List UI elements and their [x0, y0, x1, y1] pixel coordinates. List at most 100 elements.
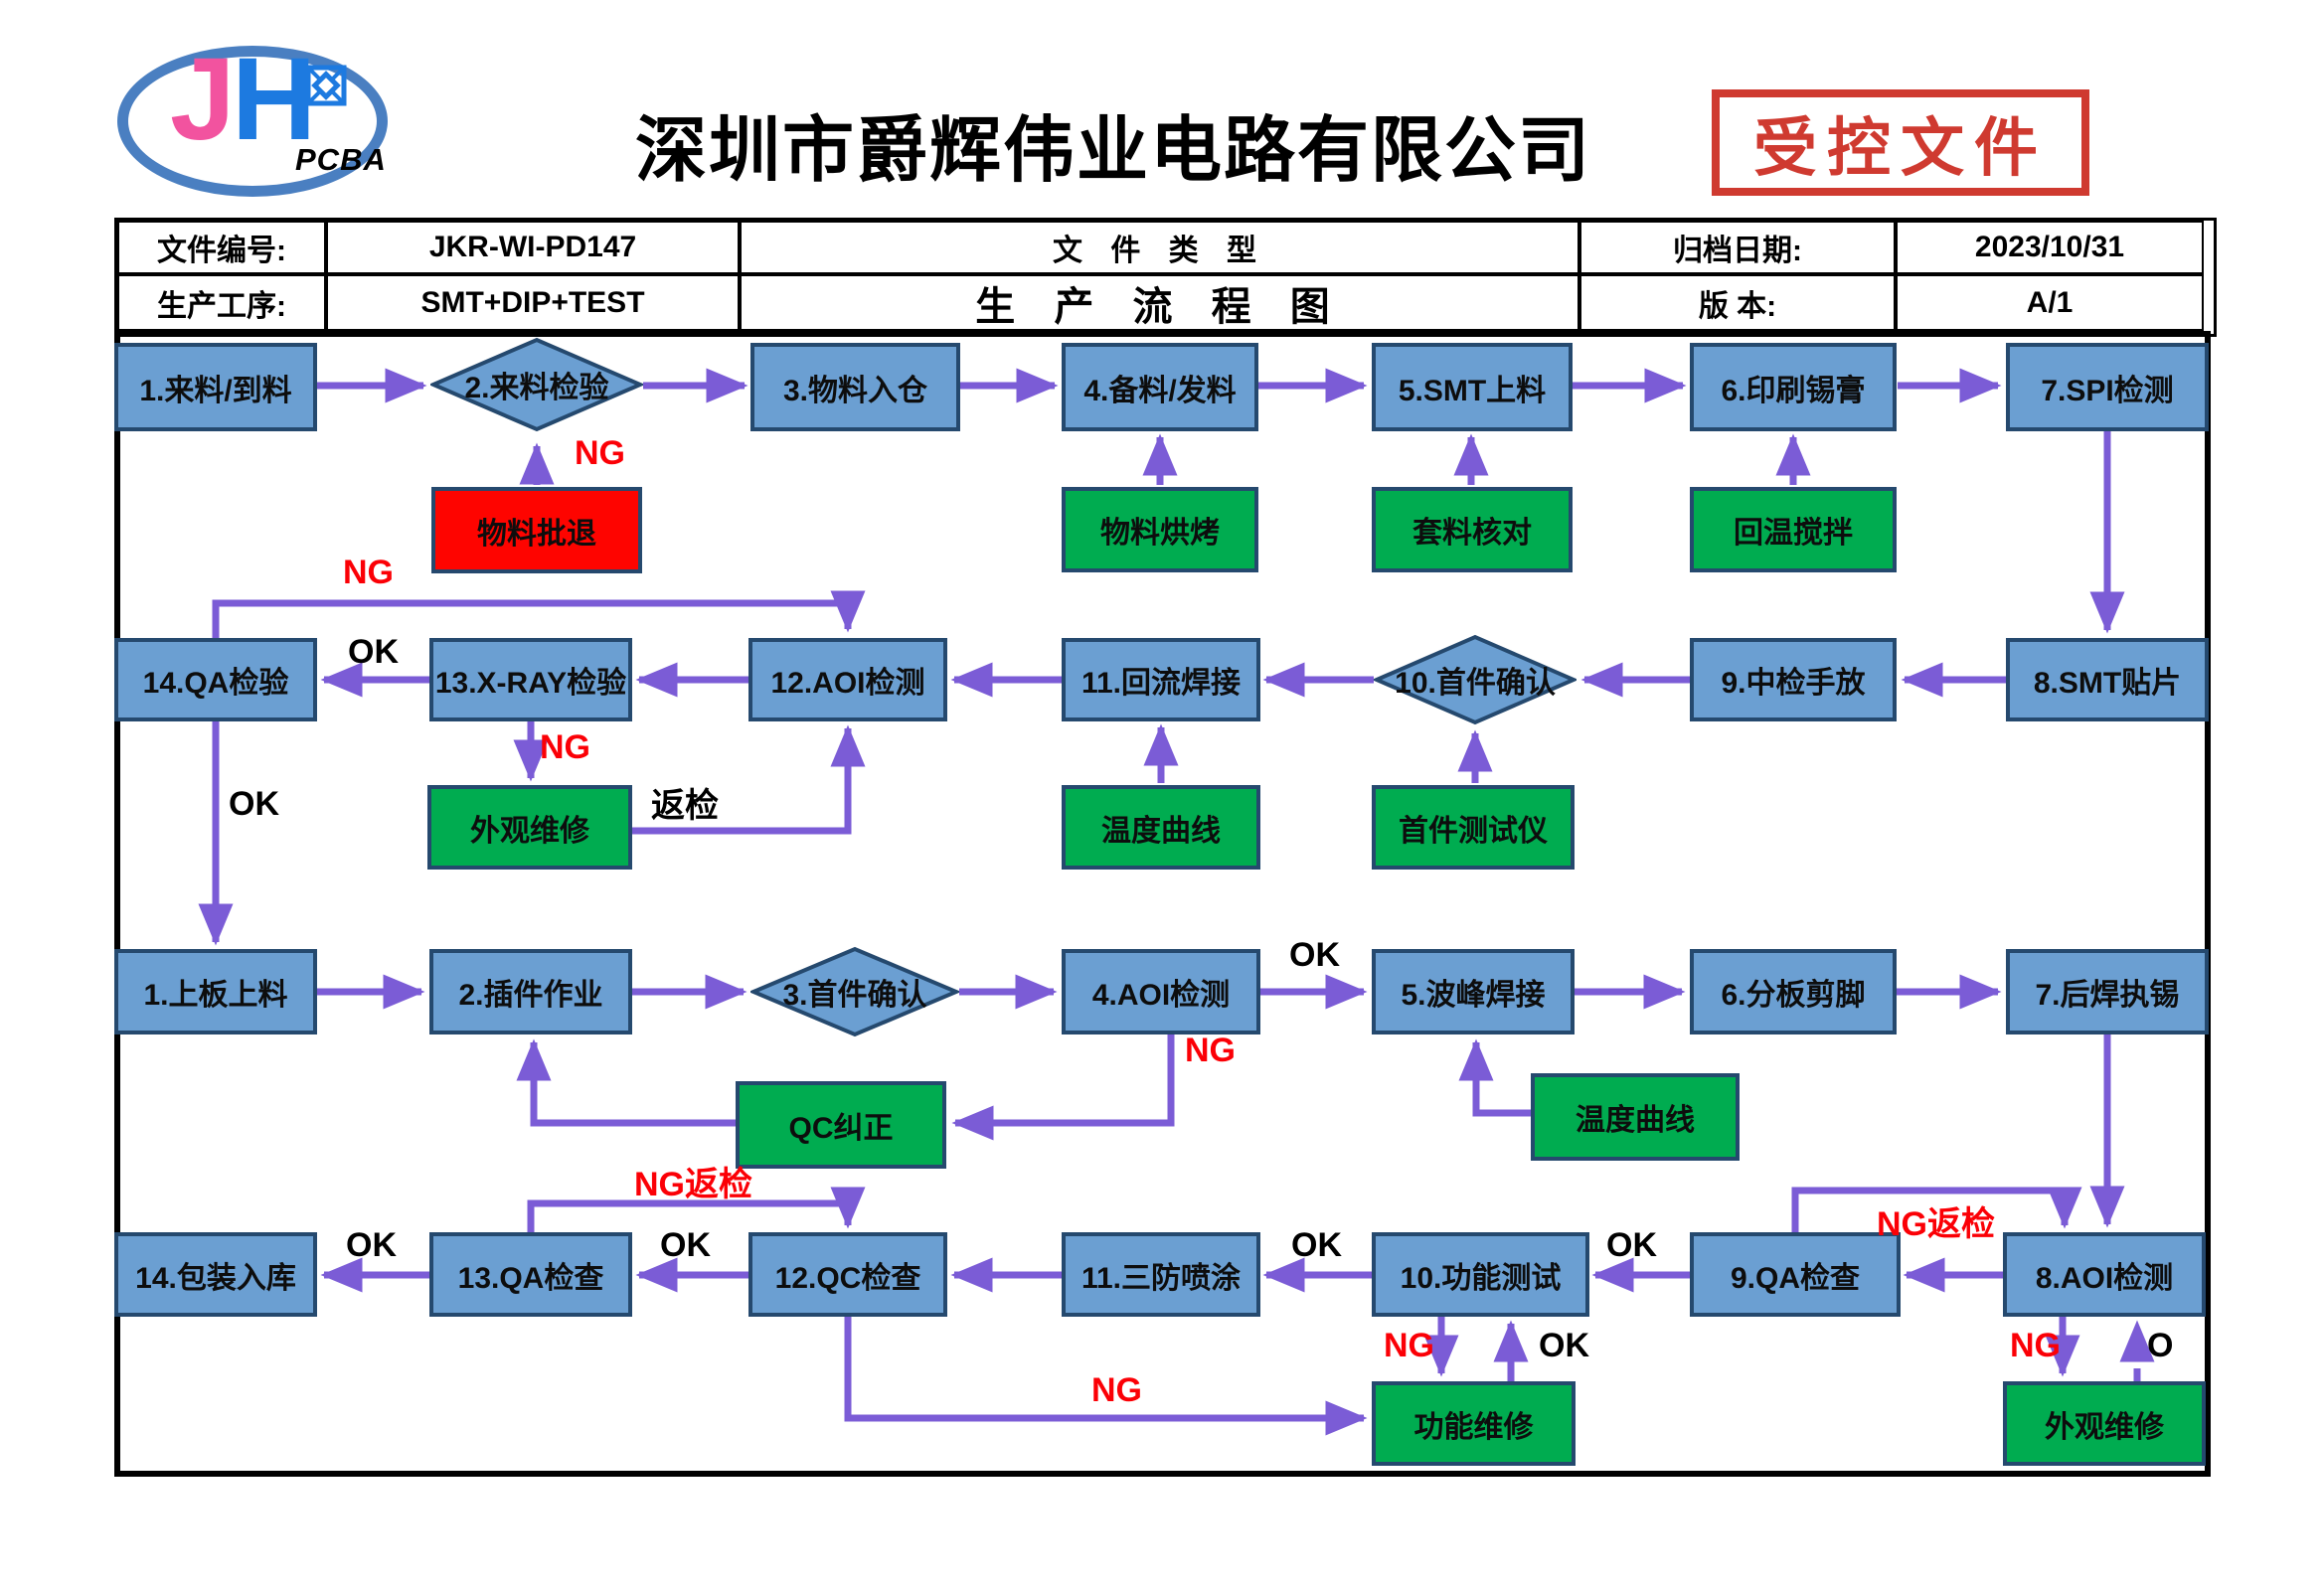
node-label: 11.回流焊接: [1080, 667, 1242, 700]
ng-label-qc-bottom: NG: [1091, 1371, 1142, 1409]
node-wave-solder: 5.波峰焊接: [1372, 949, 1575, 1034]
node-label: 首件测试仪: [1399, 814, 1548, 848]
node-hand-solder: 7.后焊执锡: [2006, 949, 2209, 1034]
arrow-tempcurve-dip5: [1458, 1038, 1531, 1117]
node-label: 8.SMT贴片: [2033, 667, 2182, 700]
node-label: 3.物料入仓: [782, 374, 928, 407]
version-label: 版 本:: [1579, 274, 1896, 331]
node-label: 7.后焊执锡: [2035, 979, 2180, 1012]
ok-label-func-up: OK: [1539, 1327, 1589, 1364]
node-label: 9.QA检查: [1730, 1261, 1861, 1295]
node-label: 9.中检手放: [1721, 667, 1866, 700]
arrow-dip12-ng-funcrepair: [844, 1317, 1368, 1436]
archive-date-value: 2023/10/31: [1896, 221, 2204, 274]
node-dip-fai-diamond: 3.首件确认: [750, 946, 959, 1037]
node-depanel-trim: 6.分板剪脚: [1690, 949, 1897, 1034]
ok-label-qa-down: OK: [229, 785, 279, 823]
arrow-dip4-ng-qccorrect: [951, 1034, 1175, 1141]
ok-label-xray-qa: OK: [348, 633, 399, 671]
node-smt-iqc-diamond: 2.来料检验: [430, 337, 643, 432]
node-label: 物料烘烤: [1100, 517, 1220, 550]
node-label: 外观维修: [470, 814, 589, 848]
ok-label-qc-qa: OK: [660, 1226, 711, 1264]
node-label: 温度曲线: [1101, 814, 1221, 848]
node-smt-warehouse: 3.物料入仓: [750, 343, 960, 431]
ok-label-func-spray: OK: [1291, 1226, 1342, 1264]
node-label: 2.来料检验: [464, 372, 609, 404]
ng-label-aoi2: NG: [2010, 1327, 2061, 1364]
node-smt-spi: 7.SPI检测: [2006, 343, 2209, 431]
ng-recheck-label-right: NG返检: [1877, 1205, 1995, 1243]
version-value: A/1: [1896, 274, 2204, 331]
recheck-label-smt: 返检: [651, 787, 719, 825]
arrow-dip13-ngrecheck-dip12: [527, 1187, 866, 1232]
process-value: SMT+DIP+TEST: [326, 274, 740, 331]
doc-no-value: JKR-WI-PD147: [326, 221, 740, 274]
node-smt-aoi: 12.AOI检测: [748, 638, 947, 721]
logo-letter-j: J: [170, 34, 236, 165]
logo-seal-icon: [305, 65, 347, 111]
node-label: 套料核对: [1412, 517, 1532, 550]
node-label: 12.AOI检测: [770, 667, 925, 700]
node-label: 13.X-RAY检验: [434, 667, 627, 700]
node-dip-insertion: 2.插件作业: [429, 949, 632, 1034]
node-label: 7.SPI检测: [2041, 374, 2174, 407]
node-smt-reflow: 11.回流焊接: [1062, 638, 1260, 721]
ok-label-qa-func: OK: [1606, 1226, 1657, 1264]
node-label: 3.首件确认: [782, 979, 927, 1012]
node-dip-qc-check: 12.QC检查: [748, 1232, 947, 1317]
doc-no-label: 文件编号:: [117, 221, 326, 274]
ng-recheck-label-left: NG返检: [634, 1166, 752, 1203]
node-smt-incoming: 1.来料/到料: [114, 343, 317, 431]
node-kit-check: 套料核对: [1372, 487, 1573, 572]
node-label: 8.AOI检测: [2035, 1261, 2174, 1295]
node-label: 4.AOI检测: [1091, 979, 1231, 1012]
node-dip-qa-check: 13.QA检查: [429, 1232, 632, 1317]
node-label: 温度曲线: [1576, 1104, 1695, 1137]
node-label: 5.波峰焊接: [1401, 979, 1546, 1012]
node-fai-tester: 首件测试仪: [1372, 785, 1575, 870]
node-function-repair: 功能维修: [1372, 1381, 1576, 1466]
page-title: 深圳市爵辉伟业电路有限公司: [634, 111, 1591, 191]
flow-chart-title: 生 产 流 程 图: [740, 274, 1579, 331]
node-material-reject: 物料批退: [431, 487, 642, 573]
node-label: 5.SMT上料: [1398, 374, 1547, 407]
node-label: 14.QA检验: [142, 667, 289, 700]
node-label: 2.插件作业: [458, 979, 603, 1012]
node-smt-placement: 8.SMT贴片: [2006, 638, 2209, 721]
node-smt-xray: 13.X-RAY检验: [429, 638, 632, 721]
node-label: 1.上板上料: [143, 979, 288, 1012]
node-dip-aoi2: 8.AOI检测: [2003, 1232, 2206, 1317]
logo-pcba-text: PCBA: [295, 142, 387, 177]
node-conformal-coating: 11.三防喷涂: [1062, 1232, 1260, 1317]
ng-label-xray: NG: [540, 728, 590, 766]
ng-label-func: NG: [1384, 1327, 1434, 1364]
arrow-repair-recheck-smt12: [632, 724, 866, 835]
node-dip-qa-check2: 9.QA检查: [1690, 1232, 1901, 1317]
node-label: 10.首件确认: [1395, 667, 1556, 700]
node-label: QC纠正: [788, 1112, 894, 1145]
node-label: 回温搅拌: [1734, 517, 1853, 550]
company-logo: J H PCBA: [117, 41, 388, 197]
node-label: 13.QA检查: [457, 1261, 604, 1295]
doc-type-label: 文 件 类 型: [740, 221, 1579, 274]
controlled-document-stamp: 受控文件: [1712, 89, 2089, 196]
logo-letter-h: H: [232, 34, 317, 165]
node-dip-aoi: 4.AOI检测: [1062, 949, 1260, 1034]
ok-label-pack: OK: [346, 1226, 397, 1264]
arrow-qccorrect-dip2: [516, 1038, 736, 1127]
node-smt-qa-inspect: 14.QA检验: [114, 638, 317, 721]
node-label: 物料批退: [477, 517, 596, 551]
ng-label-qa-loop: NG: [343, 554, 394, 591]
node-wave-temp-curve: 温度曲线: [1531, 1073, 1740, 1161]
node-smt-material-prep: 4.备料/发料: [1062, 343, 1258, 431]
ok-label-dip-aoi: OK: [1289, 936, 1340, 974]
node-paste-warmup: 回温搅拌: [1690, 487, 1897, 572]
ng-label-dip-aoi: NG: [1185, 1032, 1236, 1069]
node-smt-hand-place: 9.中检手放: [1690, 638, 1897, 721]
ng-label-reject: NG: [575, 434, 625, 472]
node-function-test: 10.功能测试: [1372, 1232, 1589, 1317]
node-smt-solder-print: 6.印刷锡膏: [1690, 343, 1897, 431]
node-label: 6.分板剪脚: [1721, 979, 1866, 1012]
